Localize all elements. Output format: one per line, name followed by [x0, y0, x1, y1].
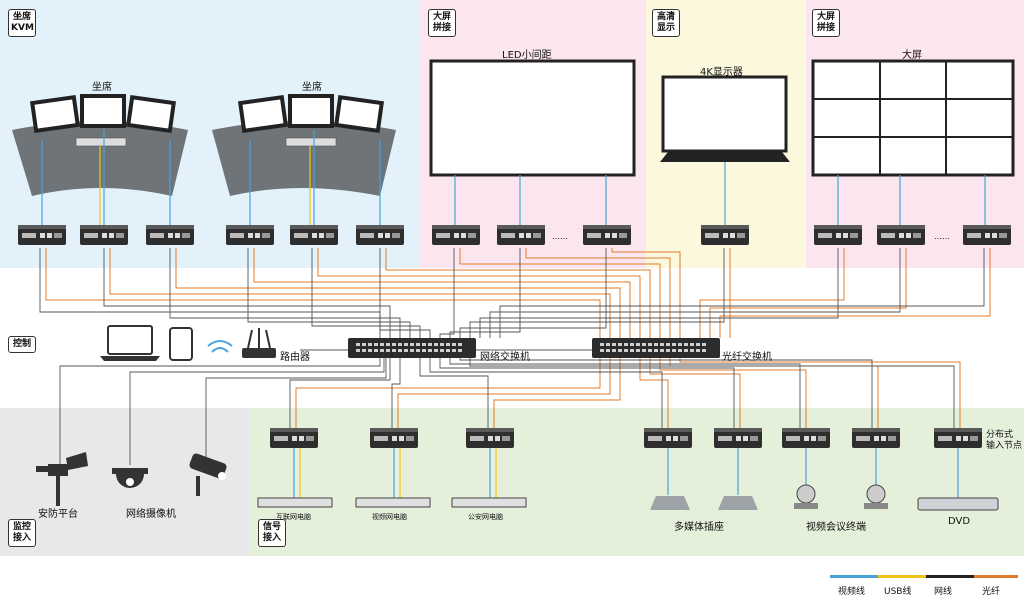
tag-control: 控制	[8, 336, 36, 353]
label-pc-1: 互联网电脑	[276, 513, 311, 521]
tag-monitor-access: 监控 接入	[8, 519, 36, 547]
legend-usb: USB线	[884, 587, 912, 597]
keyboard-1	[75, 137, 127, 147]
security-icon	[36, 452, 88, 506]
tablet	[169, 327, 193, 361]
label-dots-2: ……	[934, 232, 950, 241]
dvd-player	[917, 497, 999, 511]
label-4k: 4K显示器	[700, 67, 743, 78]
label-net-switch: 网络交换机	[480, 352, 530, 363]
label-led: LED小间距	[502, 50, 552, 61]
label-dots-1: ……	[552, 232, 568, 241]
label-seat-2: 坐席	[302, 82, 322, 93]
keyboard-2	[285, 137, 337, 147]
seat-monitors-1	[29, 94, 177, 134]
label-multimedia: 多媒体插座	[674, 522, 724, 533]
video-net-pc	[355, 497, 431, 508]
label-pc-2: 视频网电脑	[372, 513, 407, 521]
seat-monitors-2	[237, 94, 385, 134]
dome-camera-icon	[112, 468, 148, 488]
police-net-pc	[451, 497, 527, 508]
socket-2	[718, 496, 758, 510]
legend-net: 网线	[934, 587, 953, 597]
label-dvd: DVD	[948, 516, 971, 527]
label-seat-1: 坐席	[92, 82, 112, 93]
video-wall-grid	[811, 59, 1015, 177]
legend	[830, 575, 1018, 578]
laptop	[107, 325, 153, 355]
desk-2	[212, 121, 396, 196]
bullet-camera-icon	[189, 453, 227, 496]
conf-cam-2	[864, 484, 888, 509]
label-dist-node: 分布式 输入节点	[986, 430, 1023, 451]
tag-seat-kvm: 坐席 KVM	[8, 9, 36, 37]
label-router: 路由器	[280, 352, 310, 363]
internet-pc	[257, 497, 333, 508]
legend-video: 视频线	[838, 587, 866, 597]
wifi-icon	[207, 340, 233, 353]
network-cables	[39, 248, 985, 465]
label-fiber-switch: 光纤交换机	[722, 352, 772, 363]
legend-fiber: 光纤	[982, 587, 1001, 597]
tag-signal-access: 信号 接入	[258, 519, 286, 547]
tag-big-splice: 大屏 拼接	[812, 9, 840, 37]
top-encoders	[18, 225, 1011, 245]
led-wall	[429, 59, 636, 177]
router-icon	[242, 328, 276, 358]
socket-1	[650, 496, 690, 510]
tag-hd-display: 高清 显示	[652, 9, 680, 37]
video-cables-bottom	[293, 448, 959, 498]
bottom-encoders	[270, 428, 982, 448]
conf-cam-1	[794, 484, 818, 509]
fiber-cables	[45, 248, 991, 428]
fiber-switch	[592, 338, 720, 358]
label-vconf: 视频会议终端	[806, 522, 866, 533]
label-pc-3: 公安网电脑	[468, 513, 503, 521]
label-security: 安防平台	[38, 509, 78, 520]
label-bigscreen: 大屏	[902, 50, 922, 61]
label-netcam: 网络摄像机	[126, 509, 176, 520]
monitor-4k	[661, 75, 788, 153]
video-cables-top	[41, 130, 986, 225]
network-switch	[348, 338, 476, 358]
tag-led-splice: 大屏 拼接	[428, 9, 456, 37]
